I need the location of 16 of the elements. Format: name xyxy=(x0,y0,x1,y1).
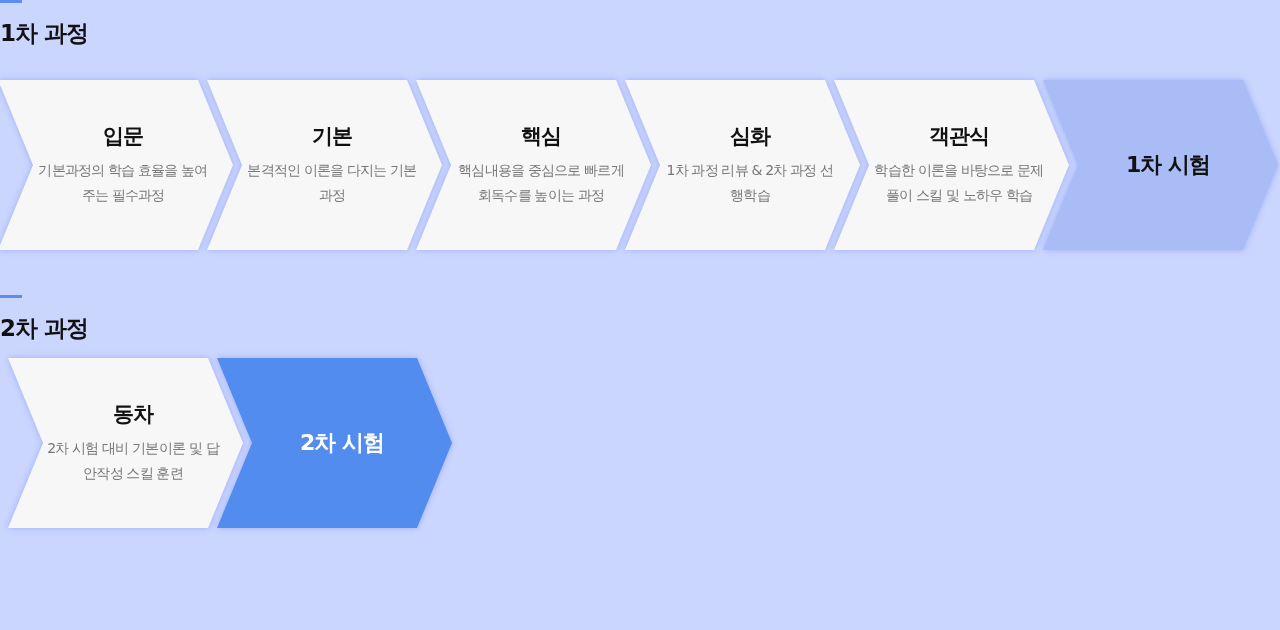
step-title: 객관식 xyxy=(929,123,989,150)
step-title: 심화 xyxy=(730,123,770,150)
step-title: 기본 xyxy=(312,123,352,150)
step-title: 동차 xyxy=(113,401,153,428)
step-description: 2차 시험 대비 기본이론 및 답안작성 스킬 훈련 xyxy=(46,439,221,483)
section-heading: 2차 과정 xyxy=(0,314,88,343)
step-title: 2차 시험 xyxy=(300,429,384,457)
section-heading: 1차 과정 xyxy=(0,19,88,48)
step-title: 입문 xyxy=(103,123,143,150)
step-description: 기본과정의 학습 효율을 높여주는 필수과정 xyxy=(37,161,209,205)
step-title: 1차 시험 xyxy=(1126,151,1210,179)
step-description: 학습한 이론을 바탕으로 문제풀이 스킬 및 노하우 학습 xyxy=(873,161,1045,205)
step-description: 본격적인 이론을 다지는 기본과정 xyxy=(246,161,418,205)
step-description: 1차 과정 리뷰 & 2차 과정 선행학습 xyxy=(665,161,835,205)
step-title: 핵심 xyxy=(521,123,561,150)
step-description: 핵심내용을 중심으로 빠르게 회독수를 높이는 과정 xyxy=(457,161,625,205)
